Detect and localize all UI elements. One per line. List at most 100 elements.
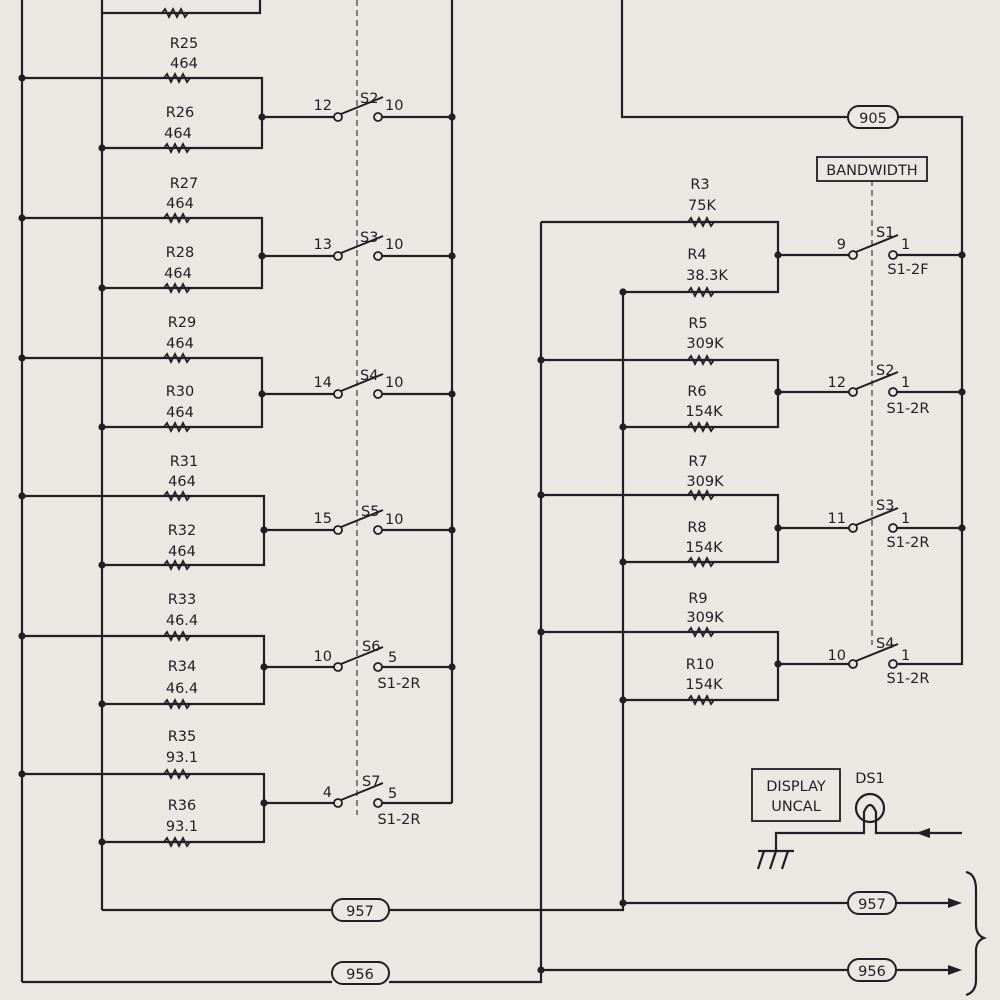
lamp-designator: DS1: [855, 771, 885, 787]
switch-pin-out: 10: [385, 237, 403, 253]
resistor-name: R8: [687, 520, 706, 536]
resistor-value: 464: [164, 126, 192, 142]
switch-blade: [340, 782, 384, 801]
arrow-right-icon: [948, 965, 962, 975]
switch-blade: [340, 96, 384, 115]
switch-contact: [373, 389, 383, 399]
switch-pin-out: 1: [901, 375, 910, 391]
switch-contact: [373, 525, 383, 535]
left-row-1: R25 464 R26 464 12 S2 10: [18, 36, 456, 155]
resistor-name: R6: [687, 384, 706, 400]
switch-name: S4: [876, 636, 894, 652]
resistor-symbol: [687, 285, 715, 299]
display-uncal-section: DISPLAY UNCAL DS1: [751, 768, 962, 870]
switch-name: S2: [360, 91, 378, 107]
switch-pin-in: 9: [837, 237, 846, 253]
connector-label: 905: [859, 111, 887, 127]
switch-sub-label: S1-2R: [887, 671, 930, 687]
switch-pin-in: 12: [828, 375, 846, 391]
connector-label: 956: [858, 964, 886, 980]
resistor-name: R28: [166, 245, 195, 261]
connector-956-right: 956: [847, 958, 897, 982]
switch-pin-out: 10: [385, 375, 403, 391]
ground-icon: [756, 849, 794, 870]
resistor-name: R7: [688, 454, 707, 470]
switch-blade: [340, 373, 384, 392]
switch-contact: [333, 389, 343, 399]
switch-pin-in: 10: [314, 649, 332, 665]
switch-pin-out: 10: [385, 512, 403, 528]
switch-blade: [855, 234, 899, 253]
resistor-symbol: [163, 71, 191, 85]
resistor-name: R30: [166, 384, 195, 400]
resistor-name: R27: [170, 176, 199, 192]
switch-blade: [340, 509, 384, 528]
resistor-symbol: [687, 353, 715, 367]
switch-pin-in: 10: [828, 648, 846, 664]
switch-sub-label: S1-2R: [378, 812, 421, 828]
arrow-right-icon: [948, 898, 962, 908]
left-row-6: R35 93.1 R36 93.1 4 S7 5 S1-2R: [18, 729, 452, 849]
left-row-5: R33 46.4 R34 46.4 10 S6 5 S1-2R: [18, 592, 456, 711]
resistor-value: 38.3K: [686, 268, 728, 284]
arrow-left-icon: [916, 828, 930, 838]
switch-pin-out: 1: [901, 511, 910, 527]
resistor-symbol: [161, 6, 189, 20]
switch-pin-out: 1: [901, 237, 910, 253]
resistor-value: 464: [166, 196, 194, 212]
right-bank: R3 75K R4 38.3K 9 S1 1 S1-2F R5 309K R6 …: [537, 0, 966, 970]
resistor-name: R32: [168, 523, 197, 539]
resistor-name: R36: [168, 798, 197, 814]
resistor-value: 309K: [686, 336, 724, 352]
switch-contact: [848, 659, 858, 669]
left-row-4: R31 464 R32 464 15 S5 10: [18, 454, 456, 572]
resistor-value: 75K: [688, 198, 716, 214]
switch-contact: [888, 387, 898, 397]
connector-label: 956: [346, 967, 374, 983]
switch-blade: [340, 235, 384, 254]
resistor-symbol: [687, 215, 715, 229]
switch-contact: [373, 662, 383, 672]
resistor-value: 154K: [685, 404, 723, 420]
display-label-line2: UNCAL: [771, 799, 821, 815]
display-uncal-box: [751, 768, 841, 822]
switch-pin-in: 15: [314, 511, 332, 527]
resistor-value: 464: [168, 474, 196, 490]
resistor-value: 46.4: [166, 613, 198, 629]
resistor-value: 464: [164, 266, 192, 282]
switch-contact: [333, 525, 343, 535]
switch-name: S3: [876, 498, 894, 514]
switch-pin-out: 5: [388, 786, 397, 802]
ground-wire: [774, 822, 866, 851]
bus-lines: [22, 870, 988, 997]
resistor-symbol: [687, 420, 715, 434]
right-row-2: R5 309K R6 154K 12 S2 1 S1-2R: [537, 316, 966, 434]
switch-contact: [848, 387, 858, 397]
switch-contact: [888, 250, 898, 260]
connector-label: 957: [858, 897, 886, 913]
resistor-name: R35: [168, 729, 197, 745]
switch-contact: [848, 523, 858, 533]
resistor-value: 154K: [685, 540, 723, 556]
resistor-symbol: [163, 835, 191, 849]
resistor-value: 154K: [685, 677, 723, 693]
resistor-value: 464: [166, 405, 194, 421]
resistor-symbol: [163, 697, 191, 711]
resistor-symbol: [687, 488, 715, 502]
resistor-value: 464: [168, 544, 196, 560]
switch-sub-label: S1-2R: [887, 401, 930, 417]
switch-pin-in: 14: [314, 375, 332, 391]
resistor-name: R5: [688, 316, 707, 332]
connector-956-left: 956: [331, 961, 390, 985]
switch-contact: [373, 112, 383, 122]
bandwidth-title: BANDWIDTH: [826, 163, 917, 179]
resistor-name: R34: [168, 659, 197, 675]
resistor-symbol: [163, 351, 191, 365]
resistor-name: R26: [166, 105, 195, 121]
resistor-symbol: [687, 555, 715, 569]
connector-905: 905: [847, 105, 899, 129]
resistor-symbol: [163, 420, 191, 434]
resistor-symbol: [687, 625, 715, 639]
resistor-value: 309K: [686, 610, 724, 626]
resistor-symbol: [163, 211, 191, 225]
